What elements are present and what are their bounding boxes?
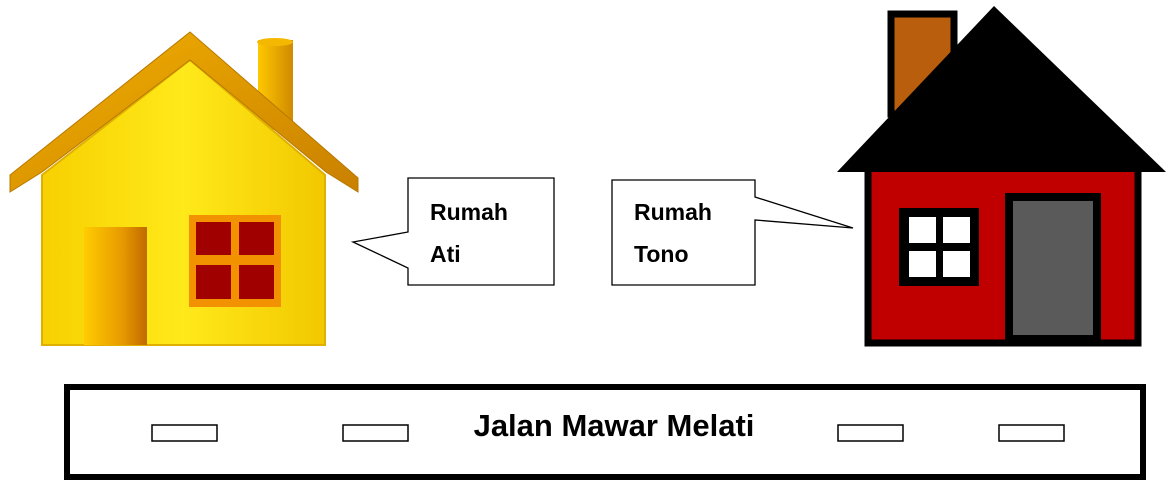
yellow-house-door bbox=[84, 227, 147, 345]
red-house-window bbox=[899, 208, 979, 286]
callout-ati: Rumah Ati bbox=[350, 177, 555, 286]
yellow-house-window bbox=[189, 215, 281, 307]
yellow-house-roof bbox=[9, 31, 359, 193]
callout-tono: Rumah Tono bbox=[611, 179, 854, 286]
road-outline bbox=[64, 384, 1146, 480]
road: Jalan Mawar Melati bbox=[64, 384, 1146, 480]
road-marking bbox=[151, 424, 218, 442]
road-marking bbox=[837, 424, 904, 442]
callout-ati-bubble bbox=[350, 177, 555, 286]
road-marking bbox=[998, 424, 1065, 442]
road-marking bbox=[342, 424, 409, 442]
callout-tono-line1: Rumah bbox=[634, 199, 712, 225]
red-house-roof bbox=[837, 6, 1166, 172]
yellow-house-chimney-top bbox=[257, 38, 293, 46]
callout-tono-bubble bbox=[611, 179, 854, 286]
callout-ati-line2: Ati bbox=[430, 241, 461, 267]
yellow-house bbox=[9, 31, 359, 346]
red-house-door bbox=[1005, 193, 1101, 343]
road-label: Jalan Mawar Melati bbox=[474, 408, 755, 443]
callout-tono-line2: Tono bbox=[634, 241, 689, 267]
callout-ati-line1: Rumah bbox=[430, 199, 508, 225]
red-house bbox=[837, 6, 1166, 347]
